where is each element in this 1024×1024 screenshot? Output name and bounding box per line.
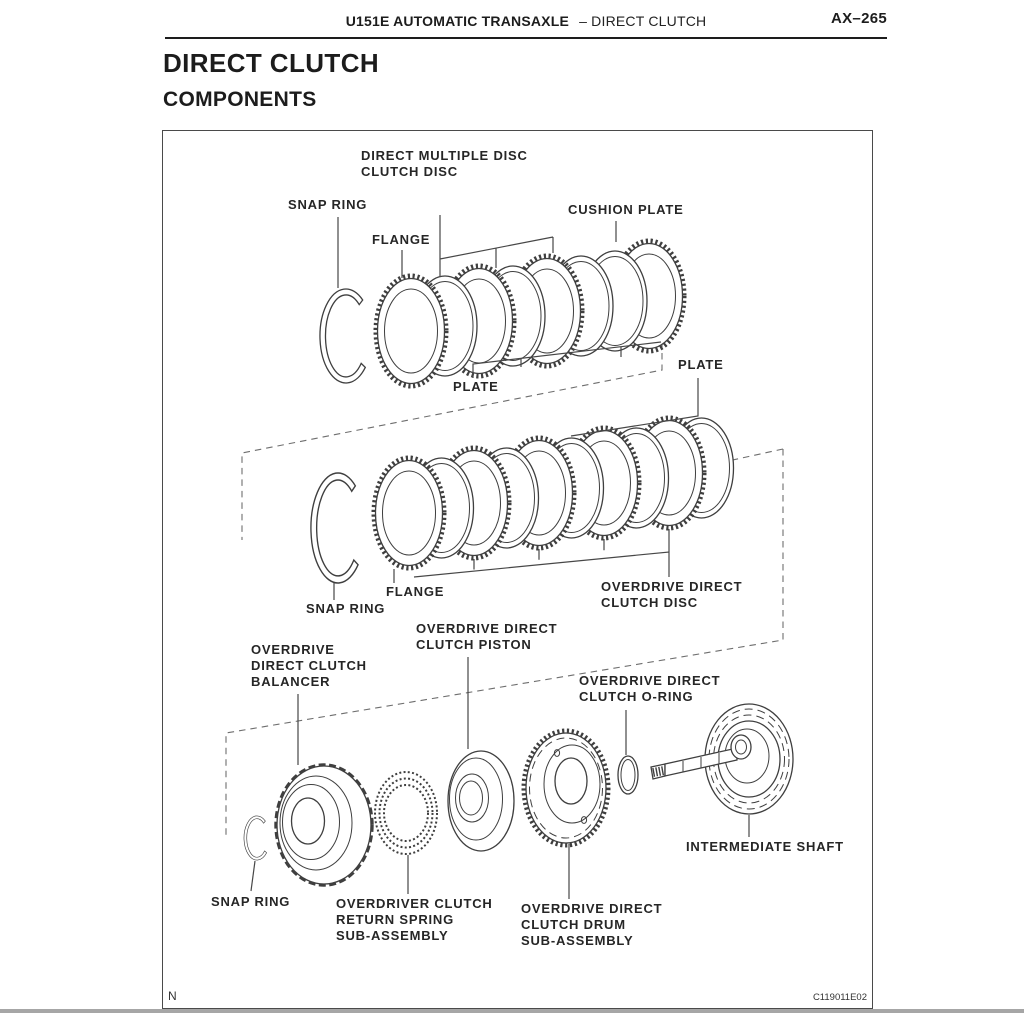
label-intermediate-shaft: INTERMEDIATE SHAFT (686, 839, 844, 854)
header-section: – DIRECT CLUTCH (579, 13, 707, 29)
section-subtitle: COMPONENTS (163, 88, 317, 111)
label-plate-right: PLATE (678, 357, 724, 372)
figure-code: C119011E02 (812, 992, 867, 1003)
snap-ring-mid-part (310, 472, 359, 584)
page-title: DIRECT CLUTCH (163, 48, 380, 78)
page-number: AX–265 (830, 10, 887, 27)
leader-lines (250, 215, 750, 899)
label-cushion-plate: CUSHION PLATE (568, 202, 684, 217)
label-direct-multiple-disc: DIRECT MULTIPLE DISC CLUTCH DISC (361, 148, 528, 179)
label-flange-mid: FLANGE (386, 584, 445, 599)
exploded-diagram (225, 215, 794, 899)
label-overdrive-direct-clutch-piston: OVERDRIVE DIRECT CLUTCH PISTON (416, 621, 558, 652)
header-rule (165, 37, 887, 40)
page-edge-shadow (0, 1009, 1024, 1013)
direct-clutch-disc-pack (319, 241, 684, 386)
label-flange-top: FLANGE (372, 232, 431, 247)
intermediate-shaft-part (650, 703, 794, 815)
label-snap-ring-mid: SNAP RING (306, 601, 386, 616)
overdrive-direct-clutch-disc-pack (310, 418, 735, 584)
clutch-drum-part (521, 728, 611, 848)
label-overdrive-direct-clutch-balancer: OVERDRIVE DIRECT CLUTCH BALANCER (251, 642, 367, 689)
return-spring-part (373, 770, 439, 856)
header-title: U151E AUTOMATIC TRANSAXLE (345, 13, 570, 29)
snap-ring-top-part (319, 288, 366, 384)
label-overdrive-direct-clutch-oring: OVERDRIVE DIRECT CLUTCH O-RING (579, 673, 721, 704)
figure-footnote: N (168, 989, 177, 1003)
label-overdrive-direct-clutch-drum: OVERDRIVE DIRECT CLUTCH DRUM SUB-ASSEMBL… (521, 901, 663, 948)
label-overdrive-direct-clutch-disc: OVERDRIVE DIRECT CLUTCH DISC (601, 579, 743, 610)
balancer-part (274, 763, 374, 887)
running-header: U151E AUTOMATIC TRANSAXLE – DIRECT CLUTC… (165, 13, 887, 29)
oring-part (617, 755, 639, 795)
label-overdriver-clutch-return-spring: OVERDRIVER CLUTCH RETURN SPRING SUB-ASSE… (336, 896, 493, 943)
label-snap-ring-bottom: SNAP RING (211, 894, 291, 909)
label-snap-ring-top: SNAP RING (288, 197, 368, 212)
label-plate-bottom: PLATE (453, 379, 499, 394)
components-figure: DIRECT MULTIPLE DISC CLUTCH DISC SNAP RI… (162, 130, 873, 1009)
snap-ring-bottom-part (243, 815, 267, 861)
clutch-piston-part (447, 750, 515, 852)
